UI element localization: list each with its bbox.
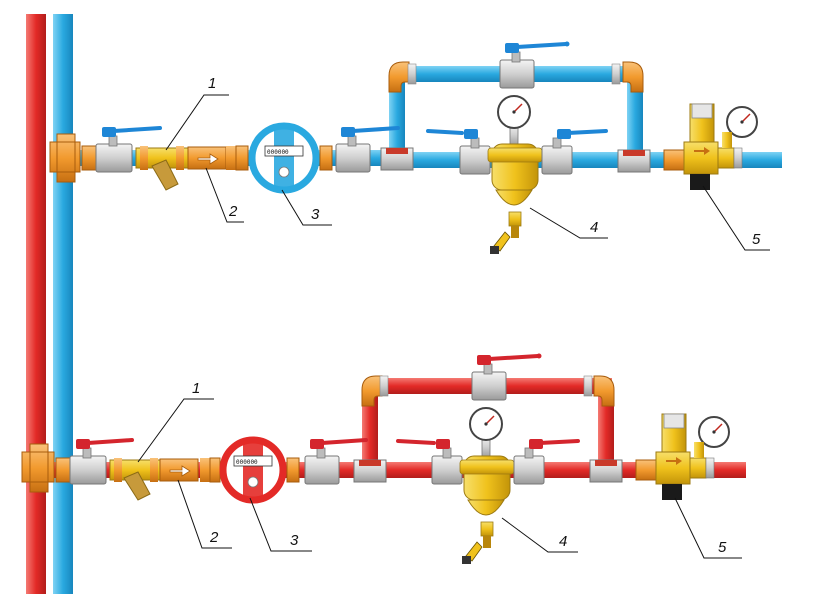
hot-water-meter: 000000 <box>209 436 300 504</box>
risers <box>26 14 73 594</box>
cold-union-nut <box>81 145 97 171</box>
hot-magnetic-filter <box>459 407 515 564</box>
cold-riser-tee <box>49 133 81 183</box>
cold-callout-2: 2 <box>228 203 238 220</box>
hot-check-valve <box>159 458 210 482</box>
hot-bypass-elbow-right <box>593 375 615 407</box>
cold-y-strainer <box>135 146 189 191</box>
hot-y-strainer <box>109 458 163 501</box>
hot-ball-valve-2 <box>304 438 368 485</box>
cold-meter-digits: 000000 <box>267 149 289 156</box>
hot-water-line: 000000 <box>21 353 746 564</box>
cold-magnetic-filter <box>487 95 543 254</box>
hot-bypass-valve <box>471 353 542 401</box>
cold-callout-4: 4 <box>590 219 598 236</box>
hot-bypass-elbow-left <box>361 375 383 407</box>
cold-ball-valve-2 <box>335 126 400 173</box>
cold-bypass-elbow-left <box>388 61 410 93</box>
cold-callout-5: 5 <box>752 231 761 248</box>
hot-meter-digits: 000000 <box>236 459 258 466</box>
cold-bypass-valve <box>499 41 570 89</box>
cold-ball-valve-4 <box>541 129 608 175</box>
hot-callouts <box>137 398 742 559</box>
cold-bypass-elbow-right <box>622 61 644 93</box>
hot-ball-valve-3 <box>396 439 463 485</box>
cold-callout-3: 3 <box>311 206 320 223</box>
hot-callout-4: 4 <box>559 533 567 550</box>
hot-callout-1: 1 <box>192 380 200 397</box>
hot-callout-3: 3 <box>290 532 299 549</box>
cold-check-valve <box>187 146 236 170</box>
hot-callout-2: 2 <box>209 529 219 546</box>
hot-ball-valve-1 <box>69 438 134 485</box>
cold-water-line: 000000 <box>49 41 782 254</box>
cold-water-meter: 000000 <box>235 122 333 194</box>
cold-pressure-reducer <box>663 103 758 190</box>
cold-callout-1: 1 <box>208 75 216 92</box>
hot-ball-valve-4 <box>513 439 580 485</box>
hot-riser-pipe <box>26 14 46 594</box>
cold-callouts <box>165 94 770 251</box>
cold-ball-valve-1 <box>95 126 162 173</box>
hot-callout-5: 5 <box>718 539 727 556</box>
cold-ball-valve-3 <box>426 129 491 175</box>
cold-riser-pipe <box>53 14 73 594</box>
hot-pressure-reducer <box>635 413 730 500</box>
hot-riser-tee <box>21 443 55 493</box>
hot-union-nut <box>55 457 71 483</box>
